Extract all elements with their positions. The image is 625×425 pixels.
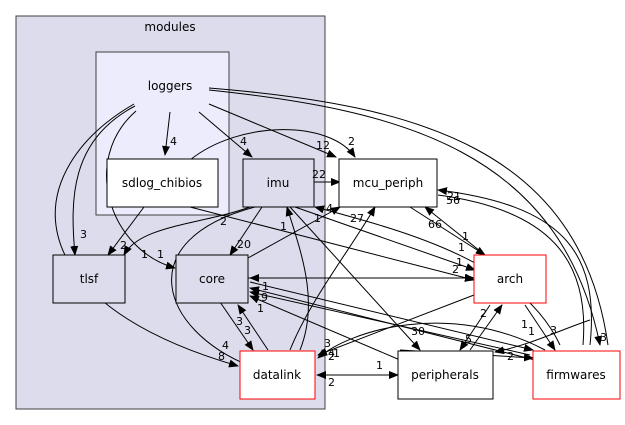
edge-label: 3	[80, 228, 87, 241]
edge-core-mcu	[247, 206, 341, 259]
edge-loggers-firmwares-1	[208, 89, 603, 346]
edge-core-firmwares	[249, 281, 534, 352]
edge-label: 1	[141, 248, 148, 261]
node-label: peripherals	[411, 368, 479, 382]
edge-imu-tlsf	[123, 206, 251, 256]
edge-label: 1	[376, 359, 383, 372]
node-imu[interactable]: imu	[242, 158, 315, 208]
edge-imu-core	[229, 206, 263, 256]
edge-label: 1	[521, 318, 528, 331]
edge-label: 30	[411, 325, 425, 338]
edge-label: 4	[222, 339, 229, 352]
edge-label: 1	[257, 302, 264, 315]
edge-label: 2	[220, 215, 227, 228]
edge-label: 5	[465, 333, 472, 346]
edge-label: 4	[328, 347, 335, 360]
edge-label: 1	[314, 212, 321, 225]
edge-sdlog-arch	[189, 206, 475, 282]
edge-label: 1	[333, 347, 340, 360]
edge-label: 2	[328, 350, 335, 363]
edge-label: 8	[218, 350, 225, 363]
edge-firmwares-mcu-1	[437, 187, 592, 346]
edge-label: 3	[600, 331, 607, 344]
node-label: datalink	[253, 368, 301, 382]
edge-label: 2	[120, 239, 127, 252]
edge-label: 27	[350, 212, 364, 225]
edge-loggers-sdlog	[162, 111, 171, 156]
node-core[interactable]: core	[175, 254, 249, 304]
edge-loggers-tlsf	[70, 105, 136, 256]
edge-sdlog-mcu	[189, 129, 356, 161]
edge-arch-datalink	[317, 294, 475, 356]
edge-label: 1	[462, 230, 469, 243]
node-label: arch	[497, 272, 523, 286]
node-mcu-periph[interactable]: mcu_periph	[338, 158, 438, 208]
edge-label: 12	[316, 139, 330, 152]
edge-arch-mcu	[424, 206, 486, 256]
edge-loggers-datalink	[54, 103, 239, 368]
edge-firmwares-datalink	[317, 322, 546, 359]
edge-mcu-arch	[409, 206, 486, 256]
edge-label: 3	[550, 324, 557, 337]
edge-label: 1	[458, 241, 465, 254]
node-label: mcu_periph	[353, 176, 423, 190]
edge-arch-firmwares	[524, 304, 556, 351]
edge-firmwares-core-2	[249, 290, 531, 356]
node-sdlog-chibios[interactable]: sdlog_chibios	[106, 158, 219, 208]
edge-label: 2	[507, 350, 514, 363]
node-tlsf[interactable]: tlsf	[52, 254, 126, 304]
edge-label: 3	[324, 337, 331, 350]
edge-arch-peripherals	[459, 304, 491, 351]
edge-label: 66	[428, 218, 442, 231]
edge-label: 3	[236, 315, 243, 328]
edge-peripherals-core	[249, 295, 401, 361]
node-peripherals[interactable]: peripherals	[397, 350, 494, 400]
edge-loggers-mcu	[208, 103, 337, 158]
edge-label: 1	[157, 248, 164, 261]
edge-label: 4	[240, 135, 247, 148]
edge-label: 9	[261, 291, 268, 304]
edge-label: 2	[480, 307, 487, 320]
node-label: imu	[267, 176, 290, 190]
edge-label: 21	[447, 190, 461, 203]
edge-label: 22	[312, 168, 326, 181]
edge-label: 20	[237, 238, 251, 251]
edge-firmwares-mcu-2	[437, 194, 585, 346]
edge-imu-datalink	[171, 206, 256, 367]
edge-loggers-imu	[198, 111, 253, 158]
edge-label: 1	[528, 325, 535, 338]
edge-datalink-core	[237, 304, 269, 351]
node-label: sdlog_chibios	[122, 176, 202, 190]
edge-datalink-mcu	[289, 206, 376, 351]
edge-label: 4	[326, 202, 333, 215]
edge-label: 2	[328, 376, 335, 389]
edge-label: 56	[446, 194, 460, 207]
cluster-modules-label: modules	[144, 20, 195, 34]
edge-label: 1	[280, 220, 287, 233]
edge-label: 3	[244, 324, 251, 337]
edge-label: 2	[348, 135, 355, 148]
edge-labels: 4 4 12 2 22 3 2 1 1 20 2 1 4 27 66 56 21…	[80, 135, 607, 389]
node-label: core	[199, 272, 225, 286]
edge-label: 1	[262, 280, 269, 293]
node-datalink[interactable]: datalink	[239, 350, 316, 400]
edge-label: 2	[452, 263, 459, 276]
edges	[54, 87, 609, 379]
edge-loggers-firmwares-2	[208, 87, 609, 346]
node-arch[interactable]: arch	[473, 254, 547, 304]
edge-datalink-imu	[285, 206, 309, 351]
edge-imu-arch	[294, 206, 476, 271]
node-label: firmwares	[546, 368, 605, 382]
edge-mcu-peripherals	[494, 319, 591, 355]
edge-peripherals-arch	[469, 304, 503, 351]
edge-label: 4	[170, 135, 177, 148]
edge-core-datalink	[219, 301, 254, 351]
node-label: tlsf	[80, 272, 99, 286]
edge-label: 1	[456, 256, 463, 269]
edge-firmwares-imu	[314, 205, 561, 346]
edge-sdlog-tlsf	[107, 206, 145, 256]
node-firmwares[interactable]: firmwares	[532, 350, 621, 400]
cluster-loggers-label: loggers	[148, 79, 192, 93]
